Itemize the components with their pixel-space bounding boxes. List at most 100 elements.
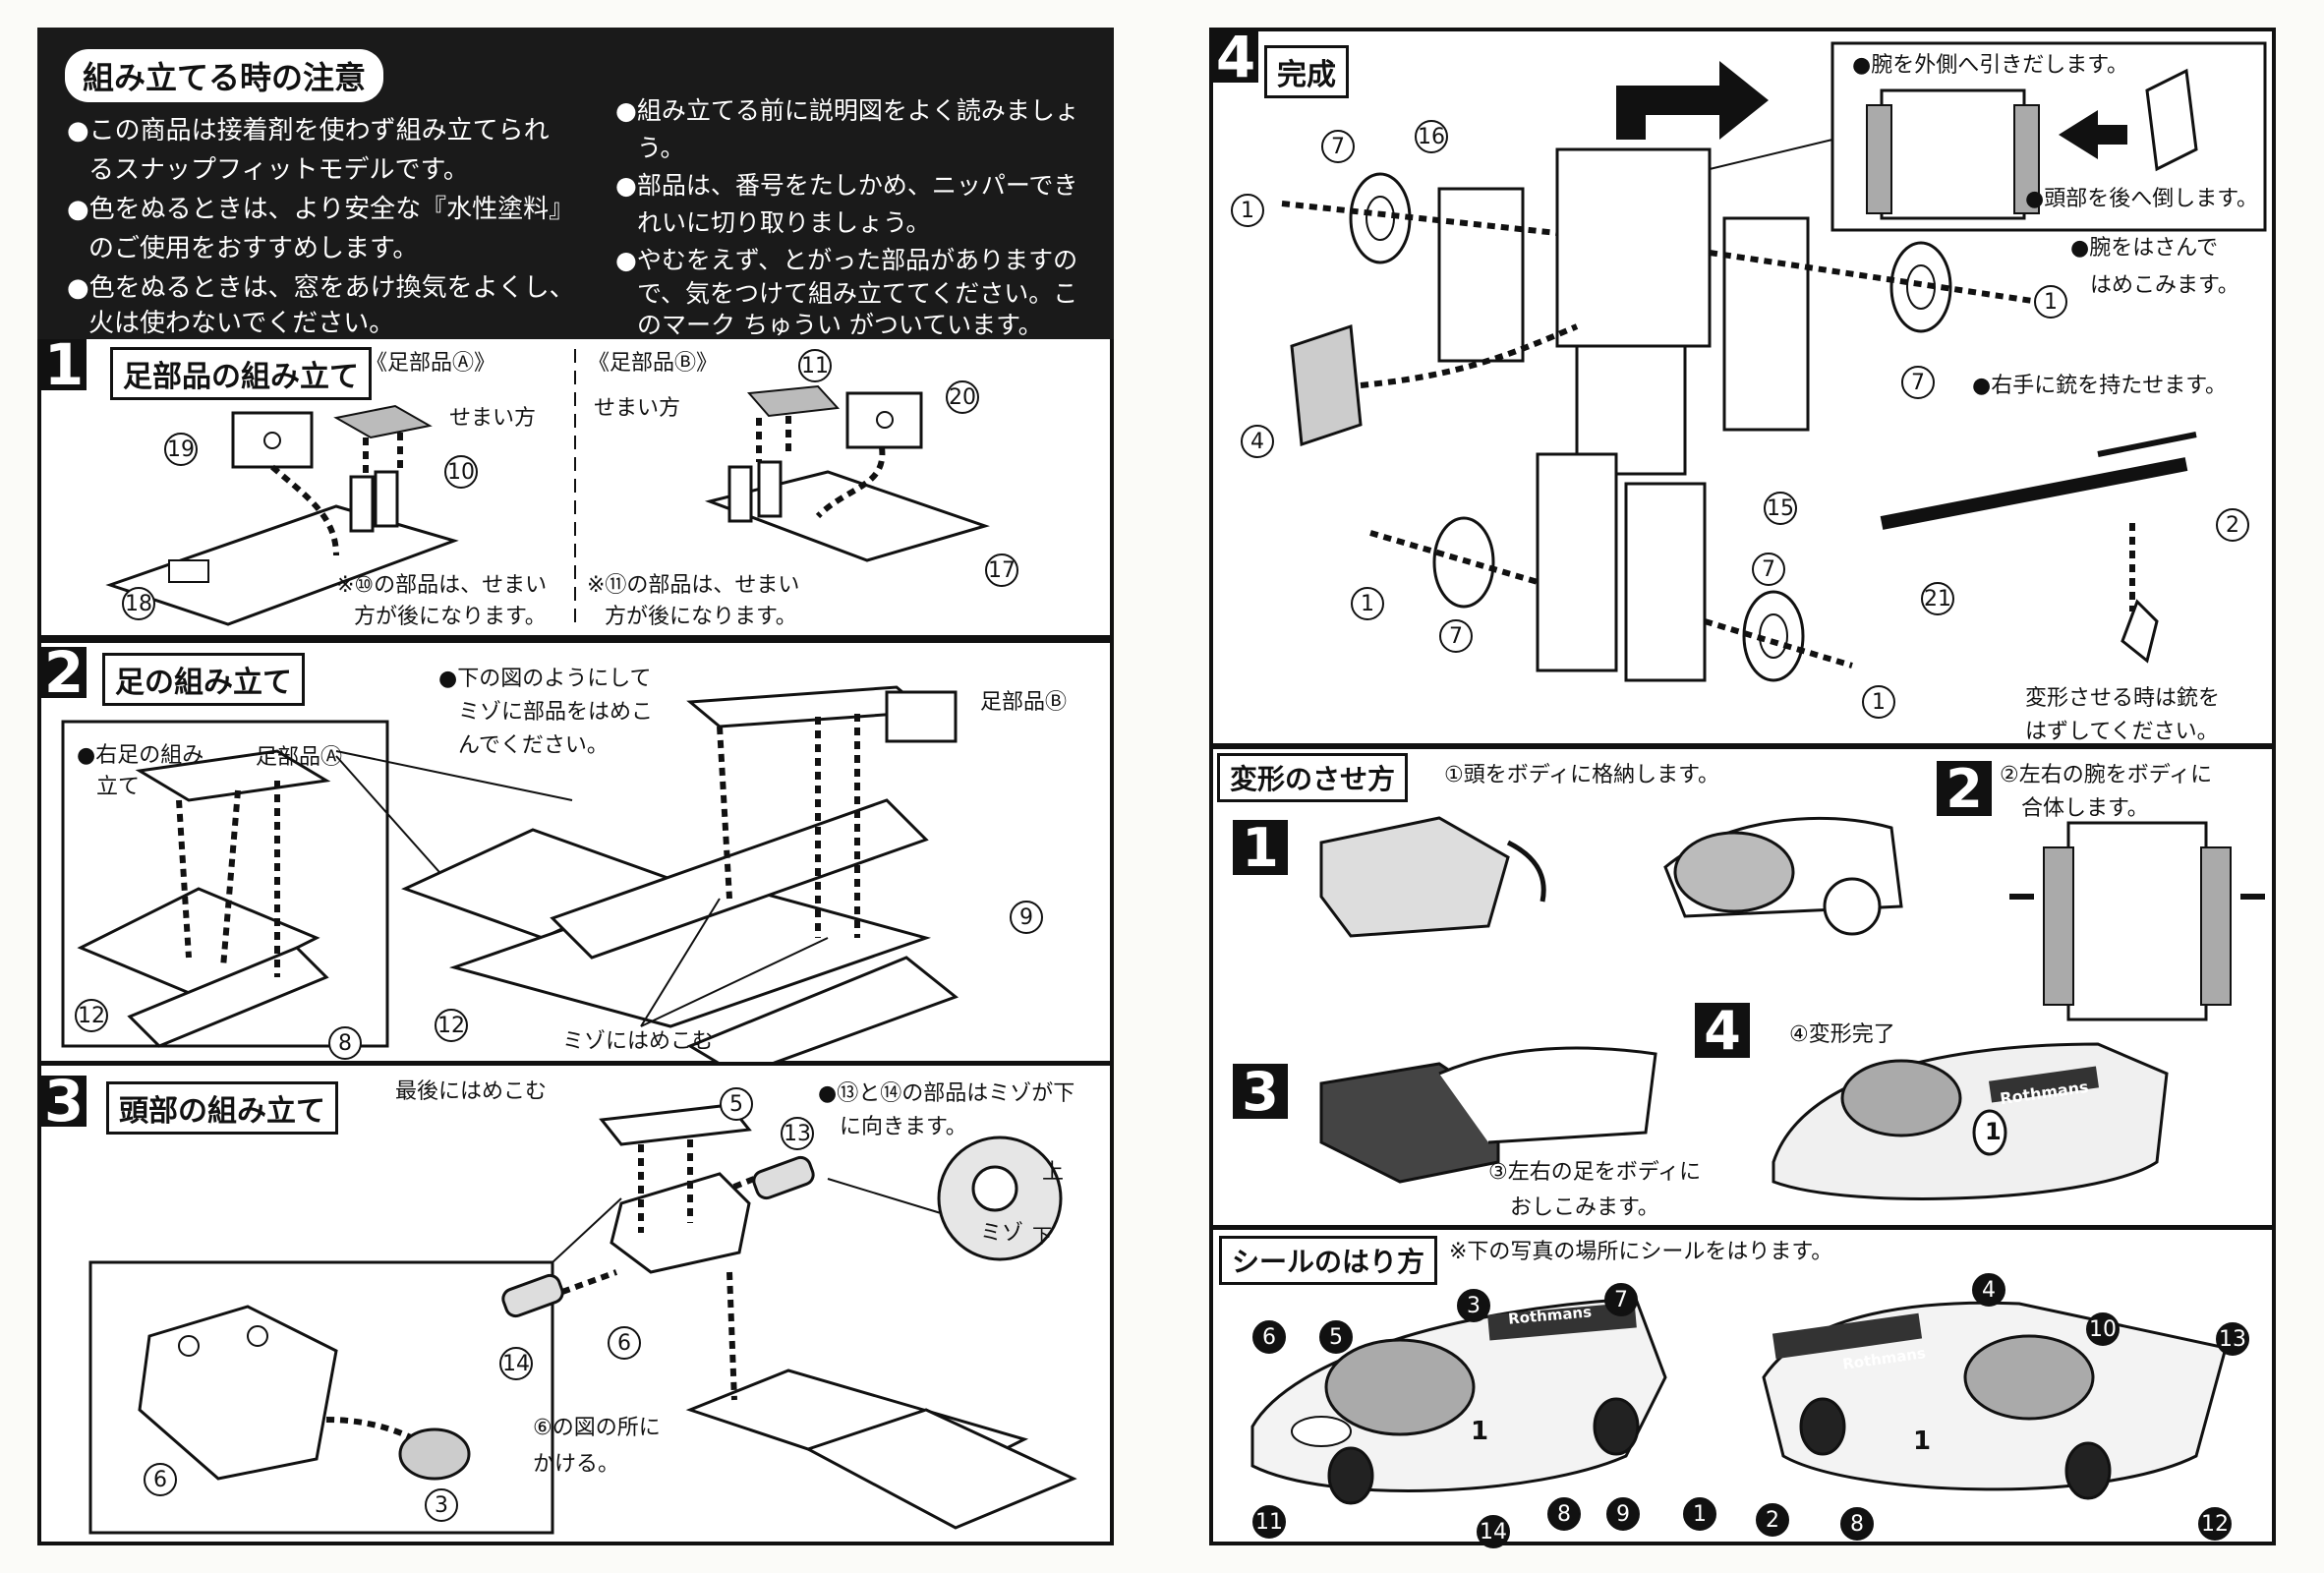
transform-step3-text-2: おしこみます。	[1510, 1195, 1659, 1220]
transform-step3-number: 3	[1233, 1061, 1288, 1123]
step1-diagram	[105, 349, 990, 629]
note-line: 火は使わないでください。	[88, 309, 395, 338]
step2-panel: 2 足の組み立て ●下の図のようにして ミゾに部品をはめこ んでください。 ●右…	[37, 639, 1114, 1078]
right-leg-label-2: 立て	[96, 775, 141, 799]
callout-18: 18	[122, 587, 155, 620]
sticker-callout-5: 5	[1319, 1320, 1353, 1354]
sticker-callout-9: 9	[1606, 1497, 1640, 1531]
callout-5: 5	[720, 1087, 753, 1121]
note-line: るスナップフィットモデルです。	[88, 155, 469, 185]
head-back-note: ●頭部を後へ倒します。	[2025, 187, 2258, 211]
step1-note-b2: 方が後になります。	[605, 605, 797, 629]
callout-7-a: 7	[1321, 130, 1355, 163]
sticker-callout-7: 7	[1604, 1283, 1638, 1316]
leg-part-b-label: 足部品Ⓑ	[980, 690, 1068, 715]
callout-9: 9	[1010, 901, 1043, 934]
note-line: ●色をぬるときは、より安全な『水性塗料』	[67, 195, 575, 224]
callout-6: 6	[608, 1326, 641, 1360]
step4-panel: 4 完成 ●腕を外側へ引きだします。 ●頭部を後へ倒します。 ●腕をはさんで は…	[1209, 24, 2276, 747]
transform-step2-text-2: 合体します。	[2021, 796, 2149, 821]
step4-title: 完成	[1264, 45, 1349, 98]
remove-gun-note-2: はずしてください。	[2025, 720, 2219, 744]
assembly-notes-block: 組み立てる時の注意 ●この商品は接着剤を使わず組み立てられ るスナップフィットモ…	[37, 28, 1114, 342]
sticker-callout-13: 13	[2216, 1322, 2249, 1356]
step1-note-a2: 方が後になります。	[354, 605, 547, 629]
step2-title: 足の組み立て	[102, 653, 305, 706]
note-line: ●やむをえず、とがった部品がありますの	[615, 246, 1078, 274]
step1-note-a1: ※⑩の部品は、せまい	[336, 573, 548, 598]
callout-7-d: 7	[1752, 553, 1785, 586]
sticker-callout-11: 11	[1252, 1505, 1286, 1539]
transform-step3-text-1: ③左右の足をボディに	[1488, 1160, 1702, 1185]
hook-note-2: かける。	[533, 1452, 620, 1477]
transform-diagram	[1319, 816, 2265, 1200]
right-leg-label-1: ●右足の組み	[77, 743, 204, 768]
narrow-side-a: せまい方	[449, 406, 537, 431]
note-line: う。	[637, 134, 685, 162]
hold-gun-note: ●右手に銃を持たせます。	[1972, 374, 2227, 398]
sandwich-arms-note-1: ●腕をはさんで	[2070, 236, 2219, 261]
callout-6-inset: 6	[144, 1463, 177, 1496]
sticker-callout-8-right: 8	[1840, 1507, 1874, 1541]
callout-1-c: 1	[1351, 587, 1384, 620]
left-car-number: 1	[1471, 1417, 1489, 1446]
note-line: ●色をぬるときは、窓をあけ換気をよくし、	[67, 273, 575, 303]
transform-step4-number: 4	[1695, 1000, 1750, 1062]
transform-step1-text: ①頭をボディに格納します。	[1444, 763, 1719, 787]
note-line: ●この商品は接着剤を使わず組み立てられ	[67, 116, 550, 146]
callout-1-b: 1	[2034, 285, 2067, 319]
sticker-callout-2: 2	[1756, 1503, 1789, 1537]
narrow-side-b: せまい方	[594, 396, 681, 421]
step1-number: 1	[41, 331, 87, 398]
sticker-callout-10: 10	[2086, 1312, 2120, 1346]
car-number-label: 1	[1985, 1118, 2002, 1145]
transform-step2-number: 2	[1937, 758, 1992, 820]
transform-step2-text-1: ②左右の腕をボディに	[2000, 763, 2213, 787]
sticker-diagram	[1250, 1297, 2228, 1505]
callout-15: 15	[1764, 492, 1797, 525]
sticker-callout-3: 3	[1457, 1289, 1490, 1322]
note-line: のご使用をおすすめします。	[88, 234, 419, 263]
callout-16: 16	[1415, 120, 1448, 153]
callout-3: 3	[425, 1488, 458, 1522]
sticker-callout-6: 6	[1252, 1320, 1286, 1354]
note-line: ●部品は、番号をたしかめ、ニッパーでき	[615, 171, 1078, 200]
callout-12-inset: 12	[75, 999, 108, 1032]
step4-number: 4	[1213, 24, 1258, 90]
groove-direction-note-2: に向きます。	[840, 1115, 967, 1139]
step2-instr-2: ミゾに部品をはめこ	[458, 700, 654, 725]
sticker-title: シールのはり方	[1219, 1236, 1438, 1285]
part-b-label: 《足部品Ⓑ》	[588, 351, 719, 376]
step3-diagram	[88, 1103, 1077, 1535]
sticker-panel: シールのはり方 ※下の写真の場所にシールをはります。 Rothmans 1 Ro…	[1209, 1226, 2276, 1548]
callout-13: 13	[781, 1117, 814, 1150]
step1-panel: 1 足部品の組み立て 《足部品Ⓐ》 《足部品Ⓑ》 せまい方 せまい方 ※⑩の部品…	[37, 331, 1114, 639]
step2-diagram	[61, 685, 959, 1078]
callout-2: 2	[2216, 508, 2249, 542]
sandwich-arms-note-2: はめこみます。	[2090, 273, 2239, 298]
note-line: で、気をつけて組み立ててください。こ	[637, 279, 1078, 308]
note-line: れいに切り取りましょう。	[637, 208, 931, 237]
transform-title: 変形のさせ方	[1217, 753, 1409, 802]
note-line: のマーク ちゅうい がついています。	[637, 311, 1043, 339]
right-car-number: 1	[1913, 1427, 1932, 1456]
step3-panel: 3 頭部の組み立て 最後にはめこむ ●⑬と⑭の部品はミゾが下 に向きます。 上 …	[37, 1062, 1114, 1545]
groove-direction-note-1: ●⑬と⑭の部品はミゾが下	[818, 1081, 1075, 1106]
step2-instr-1: ●下の図のようにして	[438, 667, 652, 691]
callout-21: 21	[1921, 582, 1954, 615]
step3-number: 3	[41, 1068, 87, 1135]
leg-part-a-label: 足部品Ⓐ	[256, 745, 343, 770]
sticker-callout-1: 1	[1683, 1497, 1716, 1531]
note-line: ●組み立てる前に説明図をよく読みましょ	[615, 96, 1079, 125]
transform-step4-text: ④変形完了	[1789, 1022, 1895, 1047]
callout-20: 20	[946, 380, 979, 414]
label-up: 上	[1042, 1160, 1065, 1185]
sticker-note: ※下の写真の場所にシールをはります。	[1449, 1240, 1833, 1264]
callout-11: 11	[798, 349, 832, 382]
callout-8: 8	[328, 1026, 362, 1060]
remove-gun-note-1: 変形させる時は銃を	[2025, 686, 2221, 711]
callout-19: 19	[164, 433, 198, 466]
transform-step1-number: 1	[1233, 817, 1288, 879]
install-last-label: 最後にはめこむ	[395, 1079, 548, 1104]
pull-arms-note: ●腕を外側へ引きだします。	[1852, 53, 2128, 78]
